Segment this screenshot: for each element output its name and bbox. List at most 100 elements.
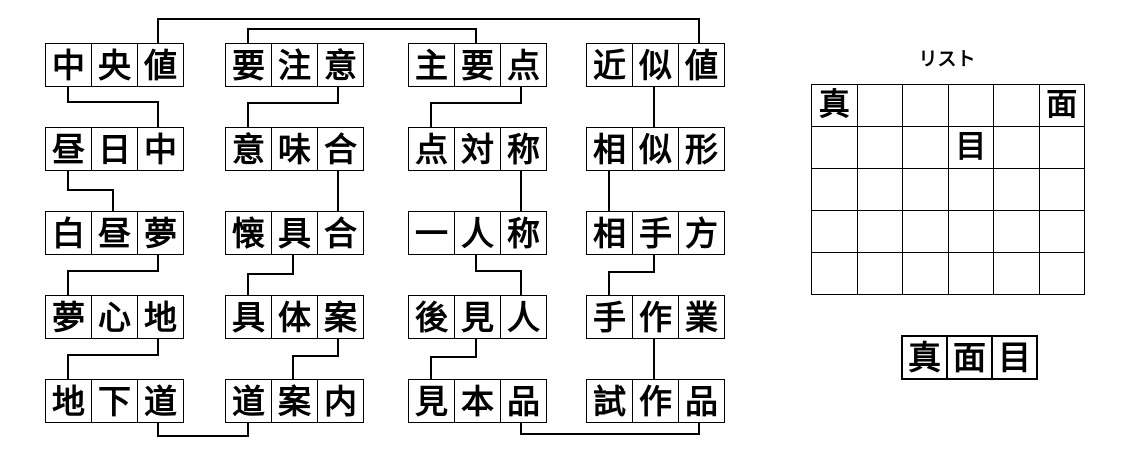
list-grid-cell-r2c6[interactable] (1038, 126, 1084, 168)
list-grid-cell-r4c4[interactable] (947, 210, 993, 252)
word-box-中央値: 中央値 (45, 43, 184, 87)
list-grid-cell-r5c3[interactable] (902, 252, 948, 294)
list-grid-cell-r2c3[interactable] (902, 126, 948, 168)
kanji-cell: 道 (137, 380, 183, 422)
word-box-主要点: 主要点 (408, 43, 547, 87)
kanji-cell: 昼 (91, 212, 137, 254)
kanji-cell: 主 (415, 45, 448, 85)
list-grid-cell-r4c3[interactable] (902, 210, 948, 252)
kanji-cell: 道 (232, 381, 265, 421)
connector-人 (475, 254, 522, 295)
list-grid-cell-r1c5[interactable] (993, 84, 1039, 126)
kanji-cell: 案 (271, 380, 317, 422)
kanji-cell: 品 (500, 380, 546, 422)
list-grid-cell-r5c5[interactable] (993, 252, 1039, 294)
kanji-cell: 心 (91, 296, 137, 338)
kanji-cell: 人 (500, 296, 546, 338)
kanji-cell: 中 (52, 45, 85, 85)
word-box-一人称: 一人称 (408, 211, 547, 255)
list-grid-cell-r4c2[interactable] (856, 210, 902, 252)
answer-cell: 目 (991, 337, 1036, 378)
connector-品 (520, 422, 700, 435)
kanji-cell: 白 (52, 213, 85, 253)
kanji-cell: 体 (271, 296, 317, 338)
answer-cell: 真 (908, 338, 941, 377)
kanji-cell: 試 (593, 381, 626, 421)
list-grid-cell-r3c5[interactable] (993, 168, 1039, 210)
list-grid-cell-r3c2[interactable] (856, 168, 902, 210)
kanji-cell: 味 (271, 128, 317, 170)
connector-具 (247, 254, 294, 295)
connector-手 (608, 254, 655, 295)
word-box-相似形: 相似形 (586, 127, 725, 171)
list-grid-cell-r4c5[interactable] (993, 210, 1039, 252)
kanji-cell: 値 (137, 44, 183, 86)
kanji-cell: 中 (137, 128, 183, 170)
kanji-cell: 対 (454, 128, 500, 170)
word-box-道案内: 道案内 (225, 379, 364, 423)
kanji-cell: 央 (91, 44, 137, 86)
list-grid-cell-r2c1[interactable] (811, 126, 857, 168)
kanji-cell: 合 (317, 128, 363, 170)
word-box-要注意: 要注意 (225, 43, 364, 87)
word-box-手作業: 手作業 (586, 295, 725, 339)
kanji-cell: 作 (632, 296, 678, 338)
kanji-cell: 地 (137, 296, 183, 338)
word-box-点対称: 点対称 (408, 127, 547, 171)
connector-地 (67, 338, 159, 379)
word-box-昼日中: 昼日中 (45, 127, 184, 171)
kanji-cell: 内 (317, 380, 363, 422)
list-grid-cell-r2c2[interactable] (856, 126, 902, 168)
word-box-具体案: 具体案 (225, 295, 364, 339)
kanji-cell: 似 (632, 44, 678, 86)
list-grid-cell-r3c1[interactable] (811, 168, 857, 210)
list-grid-cell-r5c4[interactable] (947, 252, 993, 294)
list-grid-cell-r5c6[interactable] (1038, 252, 1084, 294)
list-grid-cell-r1c4[interactable] (947, 84, 993, 126)
word-box-試作品: 試作品 (586, 379, 725, 423)
list-grid-cell-r1c2[interactable] (856, 84, 902, 126)
kanji-cell: 形 (678, 128, 724, 170)
kanji-cell: 見 (454, 296, 500, 338)
kanji-cell: 具 (271, 212, 317, 254)
kanji-cell: 見 (415, 381, 448, 421)
list-grid-cell-r4c6[interactable] (1038, 210, 1084, 252)
kanji-cell: 値 (678, 44, 724, 86)
kanji-cell: 日 (91, 128, 137, 170)
kanji-cell: 要 (232, 45, 265, 85)
word-box-夢心地: 夢心地 (45, 295, 184, 339)
list-title: リスト (918, 48, 976, 70)
list-grid-cell-r2c4[interactable]: 目 (947, 126, 993, 168)
kanji-cell: 作 (632, 380, 678, 422)
connector-夢 (67, 254, 159, 295)
list-grid-cell-r3c6[interactable] (1038, 168, 1084, 210)
list-grid-cell-r1c3[interactable] (902, 84, 948, 126)
connector-値 (157, 18, 700, 43)
list-grid-cell-r1c6[interactable]: 面 (1038, 84, 1084, 126)
kanji-cell: 要 (454, 44, 500, 86)
list-grid-cell-r2c5[interactable] (993, 126, 1039, 168)
kanji-cell: 似 (632, 128, 678, 170)
list-grid-cell-r5c2[interactable] (856, 252, 902, 294)
kanji-cell: 手 (593, 297, 626, 337)
kanji-cell: 案 (317, 296, 363, 338)
connector-点 (430, 86, 522, 127)
word-box-地下道: 地下道 (45, 379, 184, 423)
kanji-cell: 相 (593, 129, 626, 169)
answer-box: 真面目 (901, 335, 1038, 380)
list-grid-cell-r3c3[interactable] (902, 168, 948, 210)
list-grid-cell-r4c1[interactable] (811, 210, 857, 252)
connector-昼 (67, 170, 114, 211)
answer-cell: 面 (946, 337, 991, 378)
word-box-見本品: 見本品 (408, 379, 547, 423)
list-grid-cell-r5c1[interactable] (811, 252, 857, 294)
kanji-cell: 具 (232, 297, 265, 337)
list-grid-cell-r3c4[interactable] (947, 168, 993, 210)
list-grid-cell-r1c1[interactable]: 真 (811, 84, 857, 126)
kanji-cell: 懐 (232, 213, 265, 253)
kanji-cell: 品 (678, 380, 724, 422)
word-box-意味合: 意味合 (225, 127, 364, 171)
kanji-cell: 手 (632, 212, 678, 254)
